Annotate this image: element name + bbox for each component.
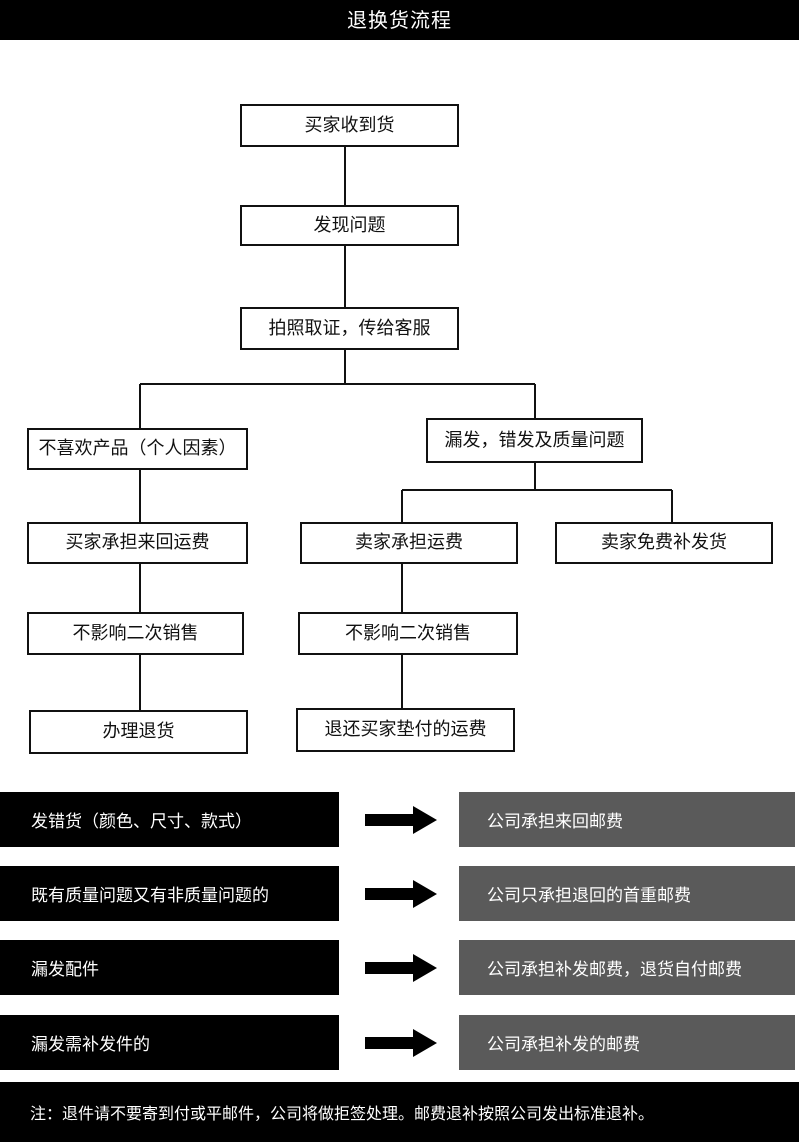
rule-policy-4: 公司承担补发的邮费	[459, 1015, 795, 1070]
node-found-problem: 发现问题	[240, 205, 459, 246]
node-buyer-received: 买家收到货	[240, 104, 459, 147]
footer-note: 注：退件请不要寄到付或平邮件，公司将做拒签处理。邮费退补按照公司发出标准退补。	[0, 1082, 799, 1142]
rule-case-2: 既有质量问题又有非质量问题的	[0, 866, 339, 921]
node-left-reason: 不喜欢产品（个人因素）	[27, 428, 248, 470]
rule-case-1: 发错货（颜色、尺寸、款式）	[0, 792, 339, 847]
arrow-right-icon	[365, 1029, 437, 1057]
node-right-free-reship: 卖家免费补发货	[555, 522, 773, 564]
page-title: 退换货流程	[0, 0, 799, 40]
node-left-shipping: 买家承担来回运费	[27, 522, 248, 564]
node-right-refund-shipping: 退还买家垫付的运费	[296, 708, 515, 752]
node-right-no-resale-impact: 不影响二次销售	[298, 612, 518, 655]
node-photo-evidence: 拍照取证，传给客服	[240, 307, 459, 350]
return-flowchart: 买家收到货 发现问题 拍照取证，传给客服 不喜欢产品（个人因素） 买家承担来回运…	[27, 104, 773, 754]
arrow-right-icon	[365, 806, 437, 834]
arrow-right-icon	[365, 954, 437, 982]
flow-connectors	[139, 147, 673, 710]
rule-policy-2: 公司只承担退回的首重邮费	[459, 866, 795, 921]
node-right-seller-shipping: 卖家承担运费	[300, 522, 518, 564]
rule-case-3: 漏发配件	[0, 940, 339, 995]
rule-policy-1: 公司承担来回邮费	[459, 792, 795, 847]
rule-policy-3: 公司承担补发邮费，退货自付邮费	[459, 940, 795, 995]
node-left-no-resale-impact: 不影响二次销售	[27, 612, 244, 655]
node-right-reason: 漏发，错发及质量问题	[426, 418, 643, 463]
node-left-process-return: 办理退货	[29, 710, 248, 754]
rule-case-4: 漏发需补发件的	[0, 1015, 339, 1070]
arrow-right-icon	[365, 880, 437, 908]
